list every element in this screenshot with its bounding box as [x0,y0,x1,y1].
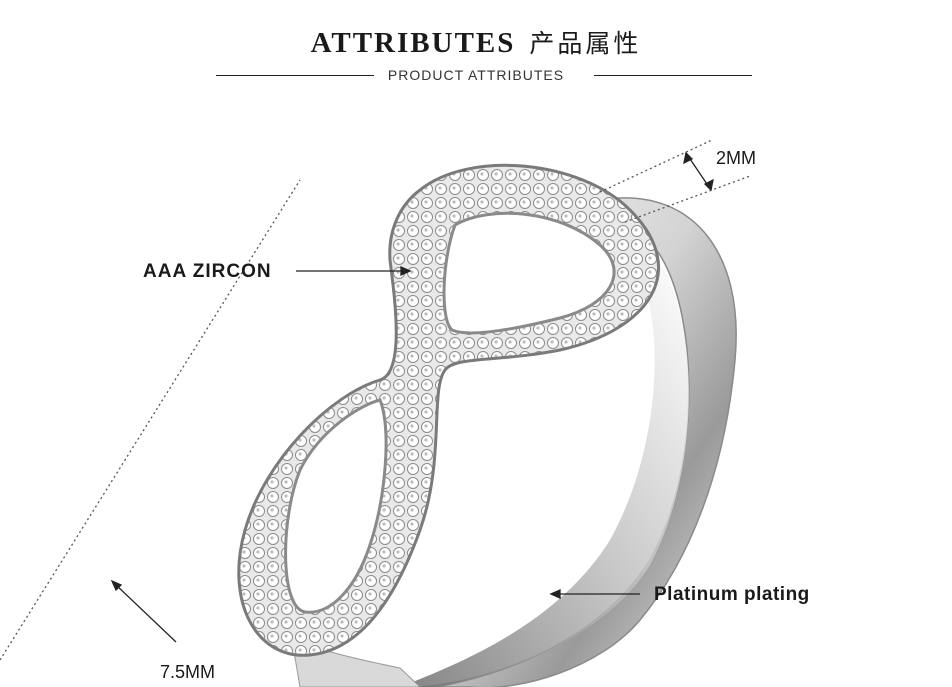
section-subtitle: PRODUCT ATTRIBUTES [387,67,565,83]
plating-label: Platinum plating [654,584,810,605]
annotation-arrows [110,151,714,643]
zircon-label: AAA ZIRCON [143,261,272,282]
section-title: ATTRIBUTES 产品属性 [0,24,952,60]
band-width-label: 2MM [716,148,756,168]
dimension-guides [0,139,751,661]
right-divider [594,75,752,76]
title-english: ATTRIBUTES [310,27,516,59]
ring-width-label: 7.5MM [160,662,216,682]
infinity-setting [237,163,660,657]
title-chinese: 产品属性 [529,29,642,58]
left-divider [216,75,374,76]
